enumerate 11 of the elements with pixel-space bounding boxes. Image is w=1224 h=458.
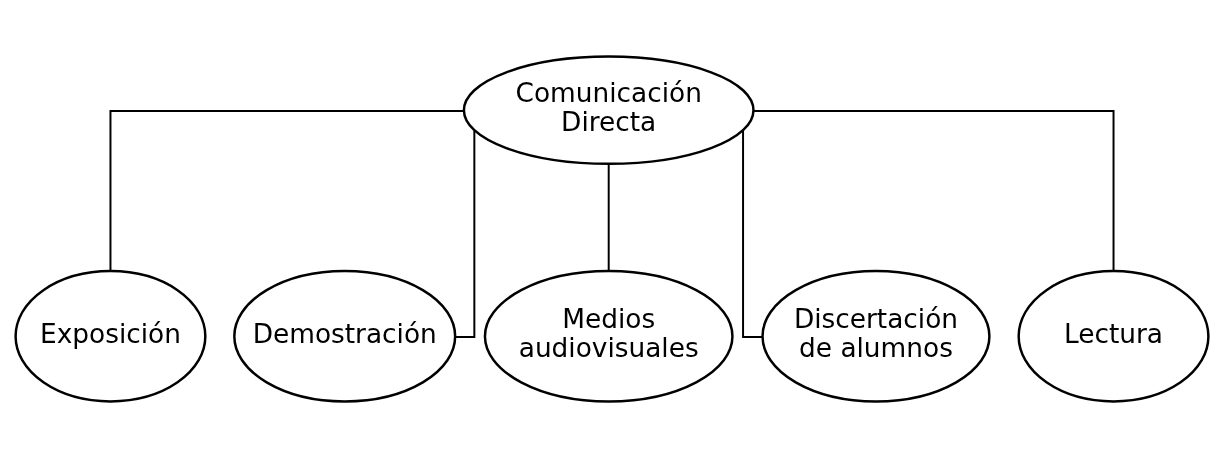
node-ellipse: Exposición	[14, 269, 207, 403]
connector	[109, 110, 465, 272]
connector	[454, 129, 476, 339]
connector	[742, 129, 764, 339]
connector	[752, 110, 1115, 272]
node-ellipse: Medios audiovisuales	[483, 269, 734, 403]
node-ellipse: Demostración	[233, 269, 457, 403]
node-ellipse: Lectura	[1017, 269, 1210, 403]
node-ellipse: Comunicación Directa	[462, 55, 755, 166]
connector	[607, 163, 610, 272]
node-ellipse: Discertación de alumnos	[761, 269, 991, 403]
